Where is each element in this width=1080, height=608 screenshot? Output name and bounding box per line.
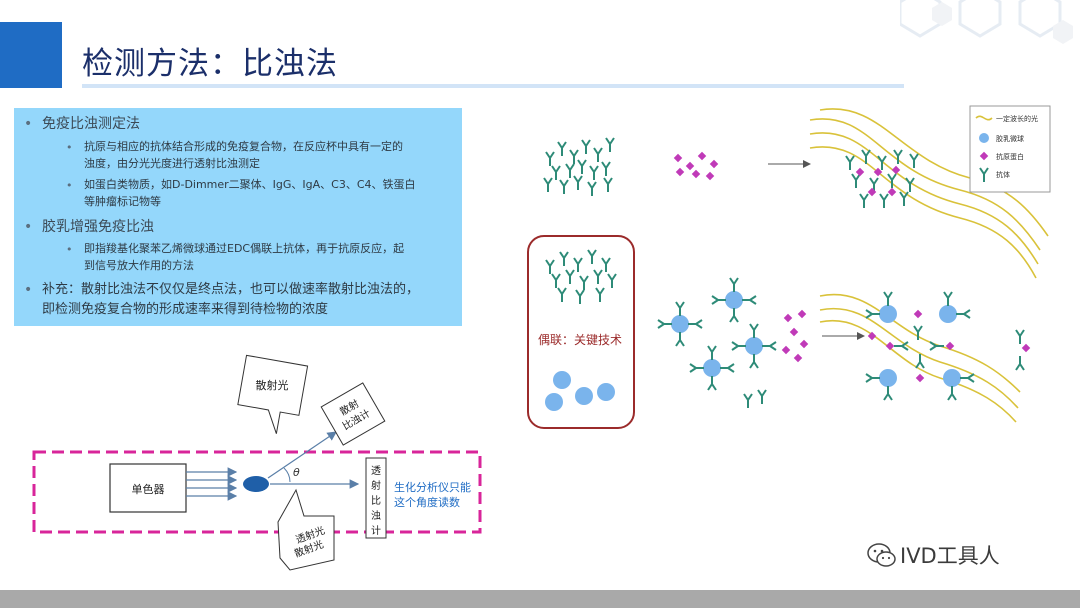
bullet-marker: •: [66, 179, 73, 192]
page-title: 检测方法：比浊法: [82, 46, 338, 82]
reaction-illustration: 一定波长的光 胶乳微球 抗原蛋白 抗体 偶联：关键技术: [527, 105, 1051, 429]
item1-heading: 免疫比浊测定法: [42, 116, 140, 132]
title-accent-bar: [0, 22, 62, 88]
legend-bead-icon: [979, 133, 989, 143]
item2-heading: 胶乳增强免疫比浊: [42, 219, 154, 235]
title-underline: [82, 84, 904, 88]
bead-antibody-group: [657, 277, 777, 409]
coupling-label: 偶联：关键技术: [538, 333, 622, 347]
item1-sub1-line2: 浊度，由分光光度进行透射比浊测定: [84, 157, 260, 170]
watermark-text: IVD工具人: [900, 544, 1000, 568]
analyzer-note-line1: 生化分析仪只能: [394, 480, 471, 494]
wechat-icon: [867, 543, 896, 567]
immune-complex-top: [845, 149, 919, 209]
monochromator-label: 单色器: [132, 482, 165, 496]
text-panel: [14, 108, 462, 326]
scatter-meter-box: [320, 382, 386, 446]
item1-sub2-line1: 如蛋白类物质，如D-Dimmer二聚体、IgG、IgA、C3、C4、铁蛋白: [84, 178, 416, 191]
item1-sub2-line2: 等肿瘤标记物等: [84, 195, 161, 208]
transmit-meter-char-1: 透: [371, 465, 381, 477]
legend-light-label: 一定波长的光: [996, 114, 1038, 123]
item3-line1: 补充：散射比浊法不仅仅是终点法，也可以做速率散射比浊法的，: [42, 282, 420, 297]
transmit-meter-box: [365, 457, 387, 539]
hexagon-decoration: [900, 0, 1073, 44]
scatter-light-label: 散射光: [256, 378, 289, 392]
antibody-cluster-top: [543, 137, 615, 197]
legend-light-icon: [975, 115, 993, 121]
bullet-marker: •: [66, 243, 73, 256]
transmit-scatter-callout: [277, 488, 335, 571]
legend-antigen-label: 抗原蛋白: [996, 152, 1024, 161]
bullet-marker: •: [66, 141, 73, 154]
immune-complex-bottom: [865, 291, 975, 401]
legend-antibody-label: 抗体: [996, 170, 1010, 179]
detection-frame: [32, 450, 482, 534]
theta-label: θ: [293, 466, 300, 479]
transmit-meter-char-4: 浊: [371, 509, 381, 522]
bullet-marker: •: [24, 116, 33, 132]
item3-line2: 即检测免疫复合物的形成速率来得到待检物的浓度: [42, 302, 329, 317]
free-antibody-antigen: [1015, 329, 1031, 371]
bullet-marker: •: [24, 282, 33, 298]
sample-cell: [243, 476, 269, 492]
monochromator-box: [109, 463, 187, 513]
antigen-cluster-top: [673, 151, 719, 181]
transmit-meter-char-5: 计: [371, 524, 381, 537]
scatter-light-callout: [237, 354, 309, 434]
bullet-marker: •: [24, 219, 33, 235]
item2-sub1-line2: 到信号放大作用的方法: [84, 259, 194, 272]
item2-sub1-line1: 即指羧基化聚苯乙烯微球通过EDC偶联上抗体，再于抗原反应，起: [84, 242, 405, 255]
transmit-meter-char-3: 比: [371, 495, 381, 507]
item1-sub1-line1: 抗原与相应的抗体结合形成的免疫复合物，在反应杯中具有一定的: [84, 140, 403, 153]
latex-beads: [545, 371, 615, 411]
analyzer-note-line2: 这个角度读数: [394, 495, 460, 509]
footer-band: [0, 590, 1080, 608]
antigen-cluster-bottom: [781, 309, 809, 363]
legend-box: [969, 105, 1051, 193]
transmit-meter-char-2: 射: [371, 480, 381, 492]
light-curves-top: [809, 108, 1049, 279]
legend-bead-label: 胶乳微球: [996, 134, 1024, 143]
optics-diagram: 单色器 θ 散射光 散射 比浊计 透 射 比 浊 计 透射光 散射光 生化分析仪…: [32, 354, 482, 571]
